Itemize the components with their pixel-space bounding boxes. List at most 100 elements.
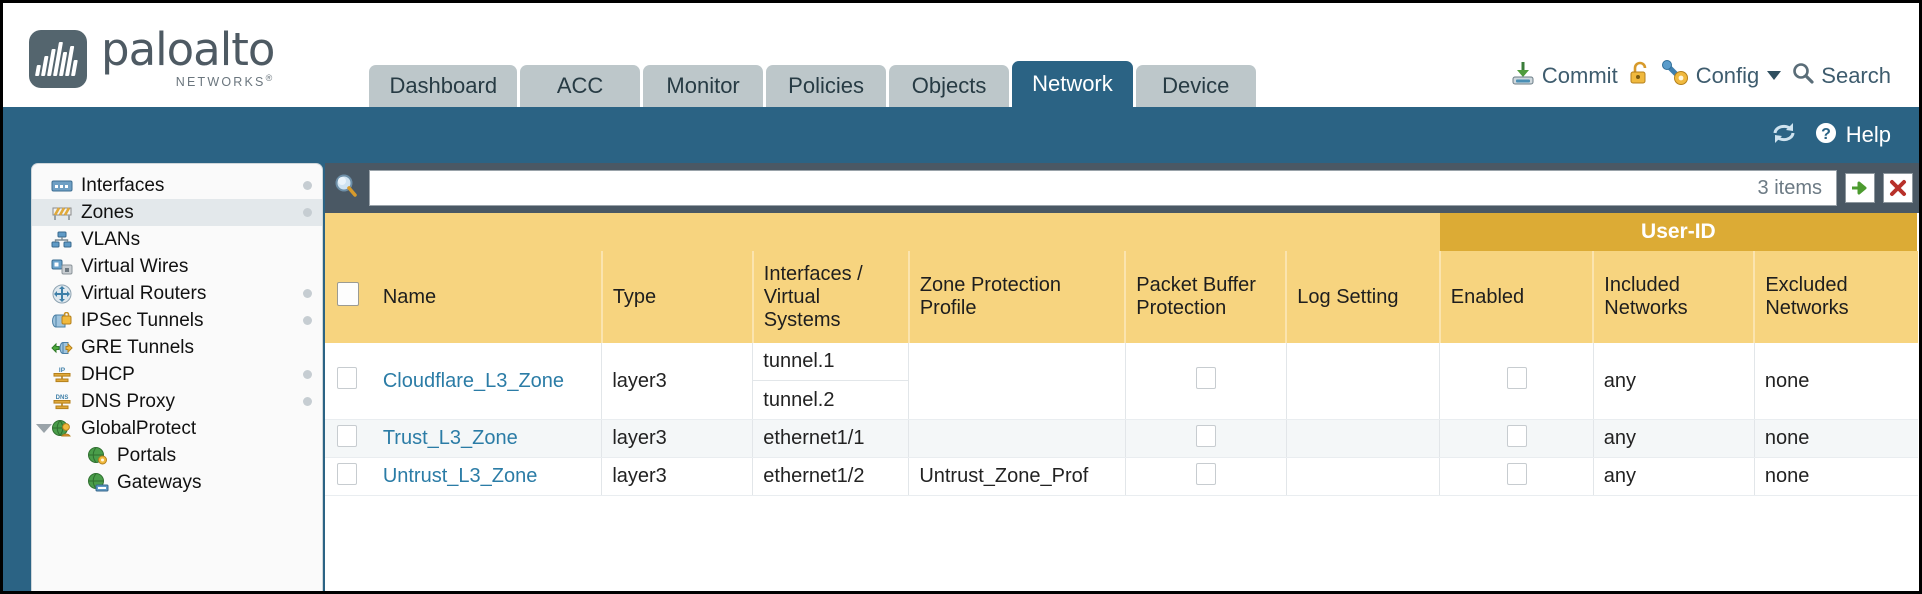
sidebar-item-virtual-routers[interactable]: Virtual Routers: [32, 280, 322, 307]
tab-device[interactable]: Device: [1135, 65, 1256, 107]
userid-enabled-checkbox[interactable]: [1506, 424, 1527, 447]
row-checkbox[interactable]: [337, 462, 357, 485]
cell-included-networks: any: [1593, 419, 1755, 458]
table-header-row: Name Type Interfaces / Virtual Systems Z…: [325, 251, 1918, 343]
userid-enabled-checkbox[interactable]: [1506, 462, 1527, 485]
lock-button[interactable]: [1628, 60, 1652, 91]
select-all-checkbox[interactable]: [337, 282, 359, 306]
apply-filter-button[interactable]: [1845, 173, 1875, 203]
cell-packet-buffer-protection[interactable]: [1125, 457, 1287, 496]
globalprotect-icon: [50, 419, 74, 439]
table-row[interactable]: Untrust_L3_Zone layer3 ethernet1/2 Untru…: [325, 457, 1918, 496]
cell-zone-protection-profile: [908, 343, 1126, 420]
sidebar-label: Interfaces: [81, 174, 165, 196]
commit-button[interactable]: Commit: [1510, 60, 1618, 91]
brand-name: paloalto: [101, 23, 275, 77]
select-all-header[interactable]: [325, 251, 373, 343]
sidebar-item-interfaces[interactable]: Interfaces: [32, 172, 322, 199]
cell-packet-buffer-protection[interactable]: [1125, 343, 1287, 420]
row-checkbox[interactable]: [337, 424, 357, 447]
zone-name-link[interactable]: Trust_L3_Zone: [382, 427, 518, 449]
chevron-down-icon[interactable]: [1767, 71, 1782, 80]
sidebar-item-gre-tunnels[interactable]: GRE Tunnels: [32, 334, 322, 361]
userid-enabled-checkbox[interactable]: [1506, 367, 1527, 389]
collapse-triangle-icon[interactable]: [36, 424, 52, 433]
column-header-type[interactable]: Type: [601, 251, 754, 343]
commit-label: Commit: [1541, 62, 1618, 88]
search-field-wrapper[interactable]: 3 items: [369, 170, 1837, 206]
sidebar-item-gateways[interactable]: Gateways: [32, 469, 322, 496]
cell-interfaces: tunnel.1 tunnel.2: [752, 343, 910, 420]
search-label: Search: [1821, 62, 1891, 88]
cell-excluded-networks: none: [1754, 343, 1918, 420]
table-search-toolbar: 3 items: [325, 163, 1919, 213]
sidebar-item-zones[interactable]: Zones: [32, 199, 322, 226]
sidebar-status-dot: [303, 316, 312, 325]
tab-dashboard[interactable]: Dashboard: [369, 65, 518, 107]
sidebar-item-portals[interactable]: Portals: [32, 442, 322, 469]
row-select-cell[interactable]: [325, 457, 373, 496]
cell-name[interactable]: Untrust_L3_Zone: [372, 457, 603, 496]
column-header-packet-buffer-protection[interactable]: Packet Buffer Protection: [1125, 251, 1288, 343]
zones-icon: [50, 203, 74, 223]
sub-header-bar: ? Help: [3, 107, 1919, 163]
search-input[interactable]: [380, 176, 1758, 200]
interface-item: tunnel.1: [753, 343, 909, 381]
config-button[interactable]: Config: [1661, 60, 1782, 91]
sidebar-label: DHCP: [81, 363, 135, 385]
row-checkbox[interactable]: [337, 367, 357, 389]
zone-name-link[interactable]: Cloudflare_L3_Zone: [382, 369, 565, 392]
cell-name[interactable]: Cloudflare_L3_Zone: [372, 343, 603, 420]
column-header-enabled[interactable]: Enabled: [1439, 251, 1595, 343]
sidebar-label: Gateways: [117, 471, 202, 493]
cell-userid-enabled[interactable]: [1439, 343, 1594, 420]
sidebar-item-virtual-wires[interactable]: Virtual Wires: [32, 253, 322, 280]
table-row[interactable]: Cloudflare_L3_Zone layer3 tunnel.1 tunne…: [325, 343, 1918, 420]
tab-monitor[interactable]: Monitor: [643, 65, 764, 107]
cell-name[interactable]: Trust_L3_Zone: [372, 419, 603, 458]
tab-acc[interactable]: ACC: [520, 65, 641, 107]
help-question-icon: ?: [1813, 120, 1839, 151]
cell-type: layer3: [601, 457, 754, 496]
column-header-log-setting[interactable]: Log Setting: [1286, 251, 1441, 343]
column-header-included-networks[interactable]: Included Networks: [1593, 251, 1756, 343]
sidebar-item-dhcp[interactable]: IP DHCP: [32, 361, 322, 388]
row-select-cell[interactable]: [325, 343, 373, 420]
column-header-zone-protection-profile[interactable]: Zone Protection Profile: [908, 251, 1127, 343]
cell-userid-enabled[interactable]: [1439, 419, 1594, 458]
sidebar-item-globalprotect[interactable]: GlobalProtect: [32, 415, 322, 442]
packet-buffer-protection-checkbox[interactable]: [1195, 462, 1216, 485]
search-magnifier-icon[interactable]: [331, 171, 361, 206]
tab-policies[interactable]: Policies: [766, 65, 887, 107]
sidebar-item-vlans[interactable]: VLANs: [32, 226, 322, 253]
svg-text:DNS: DNS: [56, 395, 69, 401]
packet-buffer-protection-checkbox[interactable]: [1195, 367, 1216, 389]
sidebar-label: Zones: [81, 201, 134, 223]
zones-panel: 3 items Use: [325, 163, 1919, 591]
column-header-name[interactable]: Name: [372, 251, 603, 343]
zones-table: User-ID Name Type Interfaces / Virtual S…: [325, 213, 1919, 496]
sidebar-status-dot: [303, 370, 312, 379]
table-row[interactable]: Trust_L3_Zone layer3 ethernet1/1 any: [325, 419, 1918, 458]
tab-objects[interactable]: Objects: [889, 65, 1010, 107]
column-header-interfaces[interactable]: Interfaces / Virtual Systems: [752, 251, 910, 343]
main-nav-tabs: Dashboard ACC Monitor Policies Objects N…: [369, 61, 1258, 107]
zone-name-link[interactable]: Untrust_L3_Zone: [382, 465, 538, 487]
refresh-icon[interactable]: [1769, 120, 1799, 151]
cell-packet-buffer-protection[interactable]: [1125, 419, 1287, 458]
sidebar-item-ipsec-tunnels[interactable]: IPSec Tunnels: [32, 307, 322, 334]
help-button[interactable]: ? Help: [1813, 120, 1891, 151]
cell-interfaces: ethernet1/1: [752, 419, 910, 458]
sidebar-item-dns-proxy[interactable]: DNS DNS Proxy: [32, 388, 322, 415]
search-button[interactable]: Search: [1791, 61, 1891, 90]
tab-network[interactable]: Network: [1012, 61, 1133, 107]
brand-registered: ®: [265, 72, 275, 83]
cell-userid-enabled[interactable]: [1439, 457, 1594, 496]
sidebar-label: GlobalProtect: [81, 417, 197, 439]
sidebar-label: GRE Tunnels: [81, 336, 194, 358]
clear-filter-button[interactable]: [1883, 173, 1913, 203]
row-select-cell[interactable]: [325, 419, 373, 458]
column-header-excluded-networks[interactable]: Excluded Networks: [1754, 251, 1918, 343]
packet-buffer-protection-checkbox[interactable]: [1195, 424, 1216, 447]
